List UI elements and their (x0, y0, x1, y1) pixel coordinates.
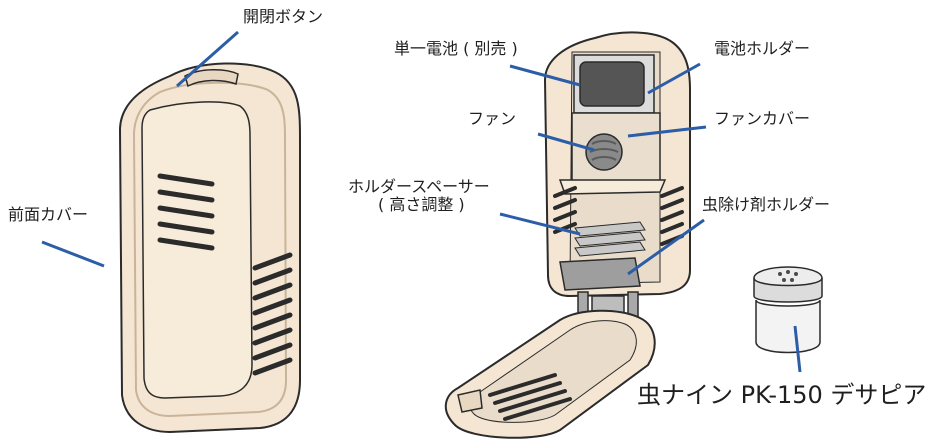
label-front-cover: 前面カバー (8, 205, 89, 224)
open-device (444, 31, 691, 439)
leader-holder-spacer (499, 212, 581, 236)
side-vent-slits (252, 252, 293, 376)
label-product: 虫ナイン PK-150 デサピア (637, 381, 927, 409)
label-battery: 単一電池 ( 別売 ) (394, 39, 518, 58)
holder-spacer-shape (574, 221, 646, 257)
housing-vent-slits (553, 186, 684, 246)
label-holder-spacer: ホルダースペーサー ( 高さ調整 ) (348, 177, 490, 215)
fan-cover-ledge (558, 179, 667, 195)
label-holder-spacer-line2: ( 高さ調整 ) (378, 195, 465, 215)
leader-lines (41, 30, 802, 373)
leader-battery (509, 64, 581, 87)
closed-device (118, 62, 301, 434)
leader-product (793, 325, 802, 373)
leader-fan (537, 132, 595, 152)
leader-battery-holder (647, 62, 701, 95)
repellent-holder-shape (559, 257, 641, 291)
front-vent-slits (157, 173, 215, 251)
leader-fan-cover (627, 125, 707, 138)
label-fan-cover: ファンカバー (714, 109, 811, 128)
battery-shape (579, 61, 645, 107)
label-holder-spacer-line1: ホルダースペーサー (348, 177, 490, 196)
canister-lid-holes (778, 270, 798, 282)
lower-cover-vent-slits (488, 373, 572, 421)
front-panel (141, 101, 253, 399)
canister-body (755, 299, 821, 354)
open-close-button-shape (184, 69, 239, 88)
lower-cover-latch (457, 389, 483, 413)
label-open-close-button: 開閉ボタン (243, 7, 324, 26)
label-fan: ファン (468, 109, 517, 128)
front-cover-edge (132, 81, 288, 418)
label-battery-holder: 電池ホルダー (714, 39, 811, 58)
leader-repellent-holder (627, 218, 705, 276)
repellent-canister (753, 266, 823, 354)
label-repellent-holder: 虫除け剤ホルダー (702, 195, 831, 214)
leader-open-close-button (176, 30, 239, 88)
fan-blades (589, 140, 619, 161)
canister-lid-side (753, 277, 823, 303)
leader-front-cover (41, 240, 105, 268)
